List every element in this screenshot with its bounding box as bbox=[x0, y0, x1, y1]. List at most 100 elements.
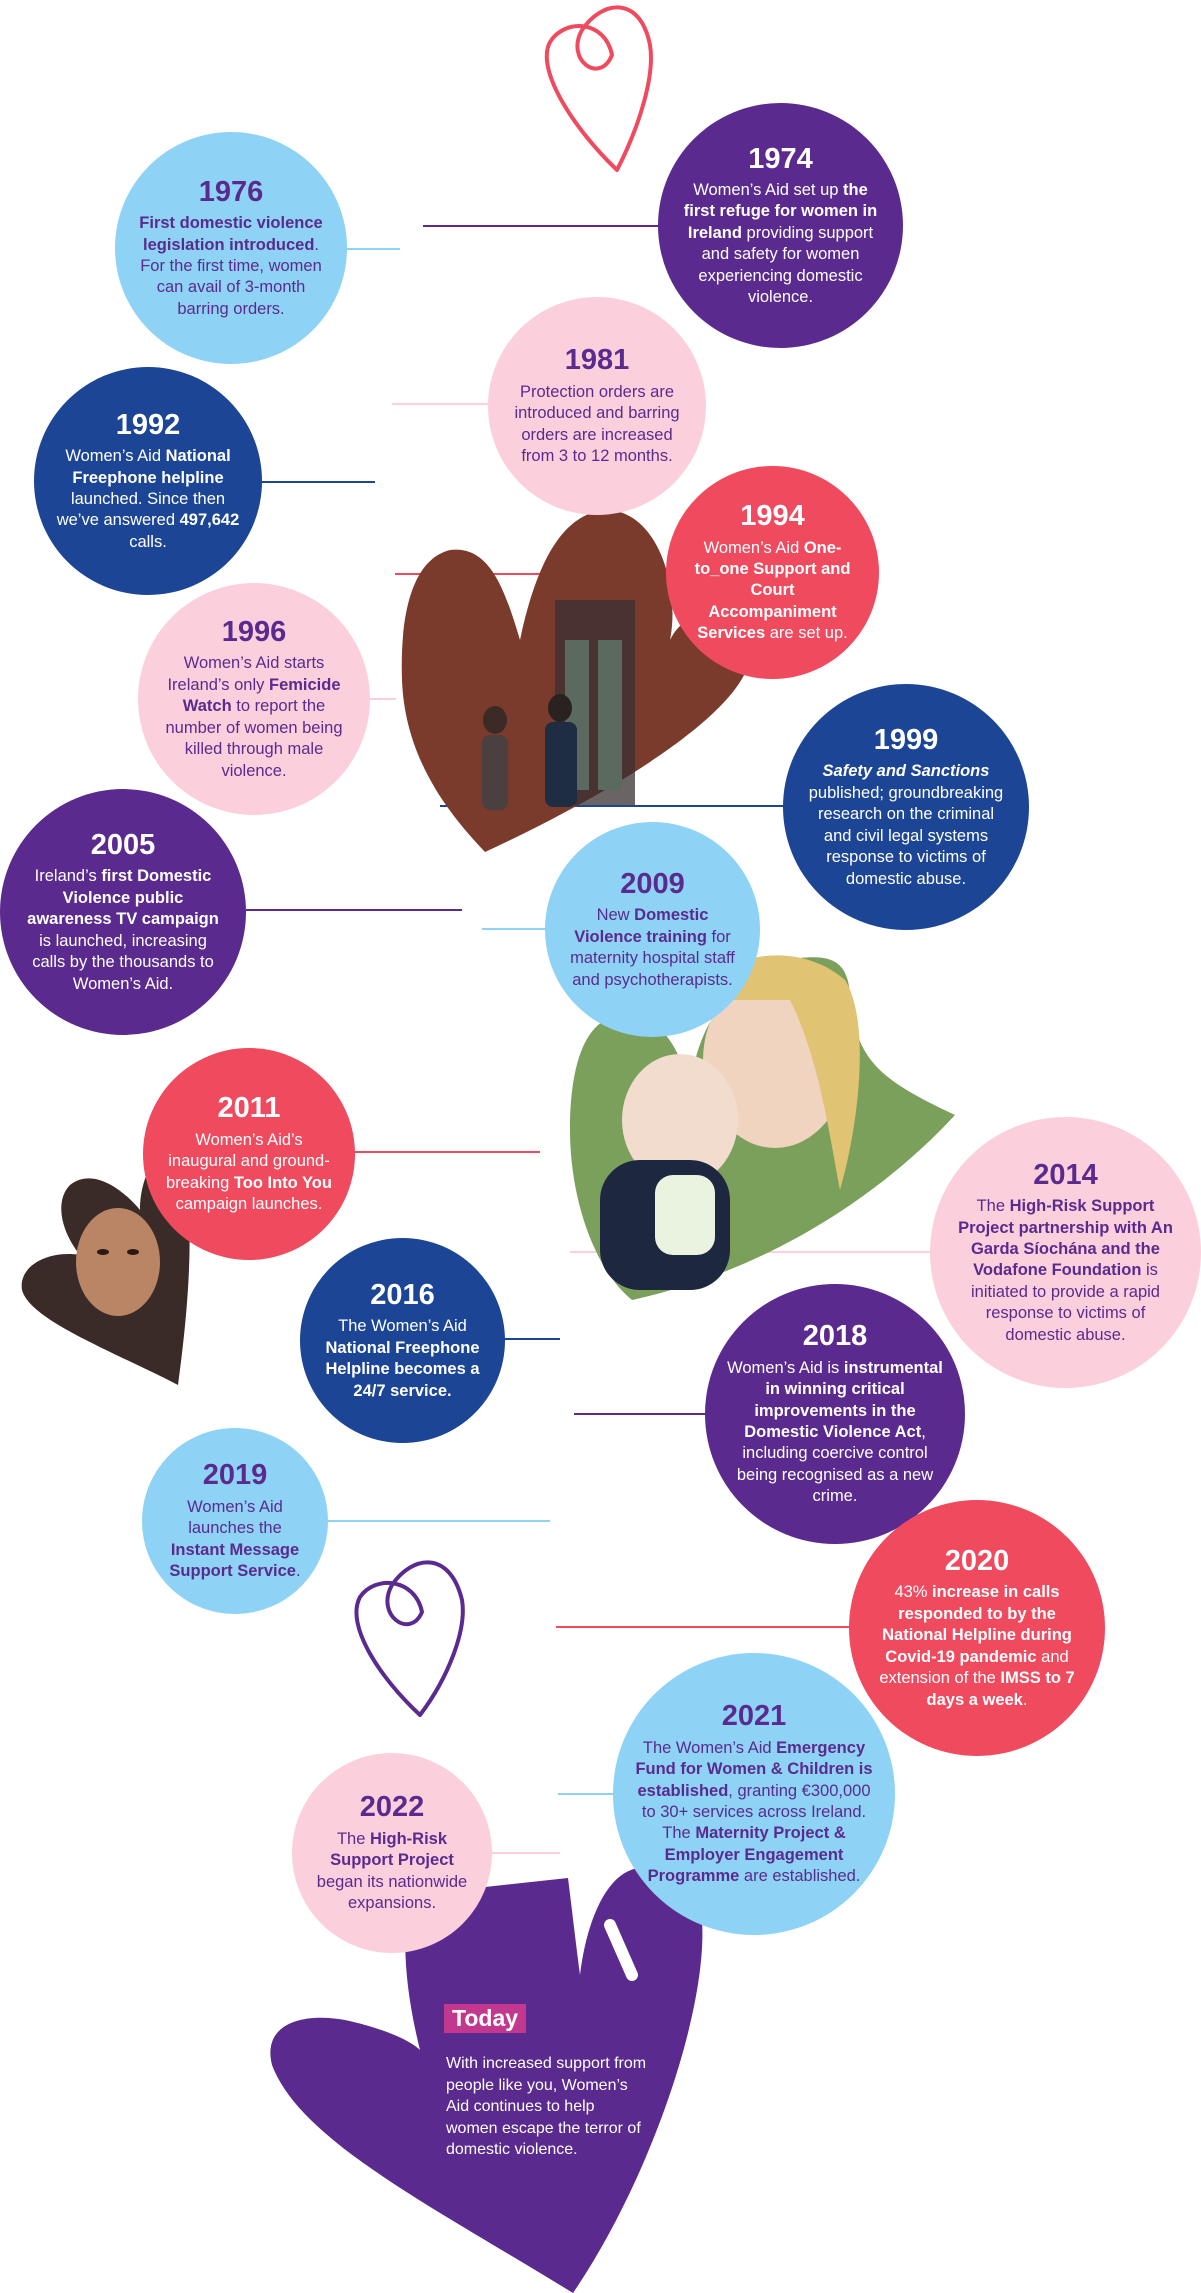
milestone-2019: 2019 Women’s Aid launches the Instant Me… bbox=[142, 1428, 328, 1614]
milestone-1994: 1994 Women’s Aid One-to_one Support and … bbox=[666, 466, 879, 679]
description-text: 43% bbox=[894, 1583, 933, 1602]
description-text: began its nationwide expansions. bbox=[316, 1872, 468, 1913]
description-text: Women’s Aid’s inaugural and ground-break… bbox=[166, 1130, 330, 1192]
milestone-description: Safety and Sanctions published; groundbr… bbox=[805, 761, 1007, 890]
description-text: and extension of the bbox=[879, 1647, 1069, 1688]
milestone-year: 2005 bbox=[90, 829, 156, 862]
milestone-year: 1974 bbox=[748, 142, 813, 175]
milestone-description: The Women’s Aid Emergency Fund for Women… bbox=[635, 1738, 873, 1888]
milestone-description: Women’s Aid’s inaugural and ground-break… bbox=[165, 1130, 333, 1216]
description-text: . bbox=[1022, 1690, 1028, 1709]
description-text: The bbox=[336, 1829, 370, 1848]
description-text: The bbox=[976, 1197, 1010, 1216]
milestone-description: Women’s Aid launches the Instant Message… bbox=[164, 1497, 306, 1583]
highlight-text: Maternity Project & Employer Engagement … bbox=[647, 1824, 846, 1886]
milestone-year: 1981 bbox=[564, 344, 630, 377]
description-text: published; groundbreaking research on th… bbox=[808, 783, 1004, 888]
description-text: Women’s Aid starts Ireland’s only bbox=[167, 654, 325, 694]
milestone-description: Women’s Aid One-to_one Support and Court… bbox=[688, 538, 857, 645]
highlight-text: Too Into You bbox=[233, 1173, 332, 1192]
highlight-text: National Freephone helpline bbox=[72, 447, 231, 487]
highlight-text: Domestic Violence training bbox=[574, 906, 709, 946]
milestone-year: 2011 bbox=[217, 1092, 281, 1125]
highlight-text: Instant Message Support Service bbox=[169, 1540, 300, 1581]
milestone-2021: 2021 The Women’s Aid Emergency Fund for … bbox=[613, 1653, 895, 1935]
description-text: is initiated to provide a rapid response… bbox=[971, 1261, 1160, 1344]
milestone-1974: 1974 Women’s Aid set up the first refuge… bbox=[658, 103, 903, 348]
milestone-year: 1999 bbox=[873, 724, 939, 757]
highlight-text: One-to_one Support and Court Accompanime… bbox=[694, 538, 851, 643]
today-heart-shape bbox=[270, 1867, 703, 2293]
highlight-text: instrumental in winning critical improve… bbox=[744, 1358, 943, 1441]
milestone-description: The Women’s Aid National Freephone Helpl… bbox=[322, 1316, 483, 1402]
description-text: . For the first time, women can avail of… bbox=[140, 235, 322, 318]
description-text: , granting €300,000 to 30+ services acro… bbox=[641, 1781, 871, 1843]
milestone-year: 2009 bbox=[620, 867, 685, 900]
milestone-year: 1976 bbox=[198, 175, 264, 208]
description-text: are established. bbox=[739, 1867, 861, 1886]
milestone-1976: 1976 First domestic violence legislation… bbox=[115, 132, 347, 364]
description-text: . bbox=[295, 1562, 301, 1581]
milestone-2016: 2016 The Women’s Aid National Freephone … bbox=[300, 1238, 505, 1443]
milestone-2014: 2014 The High-Risk Support Project partn… bbox=[930, 1117, 1201, 1388]
description-text: Women’s Aid set up bbox=[693, 180, 844, 199]
today-heart-highlight bbox=[604, 1919, 638, 1981]
highlight-text: High-Risk Support Project bbox=[330, 1829, 454, 1870]
milestone-1992: 1992 Women’s Aid National Freephone help… bbox=[34, 367, 262, 595]
description-text: are set up. bbox=[765, 624, 848, 643]
photo-mother-and-baby bbox=[570, 955, 955, 1300]
description-text: New bbox=[596, 906, 635, 925]
milestone-2022: 2022 The High-Risk Support Project began… bbox=[292, 1753, 492, 1953]
today-label: Today bbox=[444, 2004, 527, 2033]
heart-outline-icon-red bbox=[544, 5, 653, 172]
milestone-2005: 2005 Ireland’s first Domestic Violence p… bbox=[0, 789, 246, 1035]
milestone-description: Women’s Aid is instrumental in winning c… bbox=[727, 1358, 943, 1508]
highlight-text: the first refuge for women in Ireland bbox=[683, 180, 878, 242]
milestone-year: 2021 bbox=[721, 1700, 787, 1733]
milestone-description: Ireland’s first Domestic Violence public… bbox=[22, 866, 224, 995]
highlight-text: 497,642 bbox=[179, 511, 240, 530]
description-text: Women’s Aid bbox=[703, 538, 804, 557]
photo-building-entrance bbox=[401, 510, 751, 852]
description-text: providing support and safety for women e… bbox=[698, 223, 874, 307]
description-text: Ireland’s bbox=[34, 867, 102, 886]
milestone-description: 43% increase in calls responded to by th… bbox=[871, 1582, 1083, 1711]
milestone-description: Protection orders are introduced and bar… bbox=[510, 382, 684, 468]
description-text: campaign launches. bbox=[175, 1195, 323, 1214]
milestone-year: 1994 bbox=[740, 500, 805, 533]
heart-outline-icon-purple bbox=[354, 1560, 465, 1717]
highlight-text: IMSS to 7 days a week bbox=[926, 1669, 1075, 1709]
milestone-description: Women’s Aid National Freephone helpline … bbox=[56, 446, 240, 553]
today-text: With increased support from people like … bbox=[446, 2055, 647, 2159]
highlight-text: Femicide Watch bbox=[182, 675, 341, 716]
milestone-year: 2018 bbox=[802, 1320, 868, 1353]
milestone-year: 2020 bbox=[944, 1545, 1010, 1578]
description-text: launched. Since then we’ve answered bbox=[56, 489, 226, 530]
description-text: Women’s Aid bbox=[65, 447, 166, 466]
highlight-text: Safety and Sanctions bbox=[823, 762, 990, 780]
photo-young-woman bbox=[21, 1152, 190, 1385]
milestone-description: New Domestic Violence training for mater… bbox=[567, 905, 738, 991]
milestone-2009: 2009 New Domestic Violence training for … bbox=[545, 822, 760, 1037]
highlight-text: Emergency Fund for Women & Children is e… bbox=[635, 1738, 873, 1800]
milestone-1981: 1981 Protection orders are introduced an… bbox=[488, 297, 706, 515]
milestone-description: Women’s Aid set up the first refuge for … bbox=[680, 180, 881, 309]
milestone-description: First domestic violence legislation intr… bbox=[137, 213, 325, 320]
description-text: Protection orders are introduced and bar… bbox=[514, 382, 680, 466]
emphasis-text: Safety and Sanctions bbox=[822, 762, 990, 781]
description-text: calls. bbox=[129, 532, 167, 551]
highlight-text: First domestic violence legislation intr… bbox=[139, 214, 323, 254]
milestone-2018: 2018 Women’s Aid is instrumental in winn… bbox=[705, 1284, 965, 1544]
milestone-2011: 2011 Women’s Aid’s inaugural and ground-… bbox=[143, 1048, 355, 1260]
milestone-1999: 1999 Safety and Sanctions published; gro… bbox=[783, 684, 1029, 930]
milestone-year: 1996 bbox=[221, 616, 287, 649]
description-text: The Women’s Aid bbox=[338, 1317, 467, 1336]
milestone-description: The High-Risk Support Project began its … bbox=[314, 1829, 470, 1915]
description-text: to report the number of women being kill… bbox=[165, 697, 343, 780]
milestone-year: 2016 bbox=[370, 1278, 435, 1311]
description-text: for maternity hospital staff and psychot… bbox=[570, 927, 735, 989]
milestone-description: The High-Risk Support Project partnershi… bbox=[952, 1196, 1179, 1346]
description-text: Women’s Aid launches the bbox=[187, 1497, 283, 1538]
description-text: is launched, increasing calls by the tho… bbox=[32, 931, 214, 993]
